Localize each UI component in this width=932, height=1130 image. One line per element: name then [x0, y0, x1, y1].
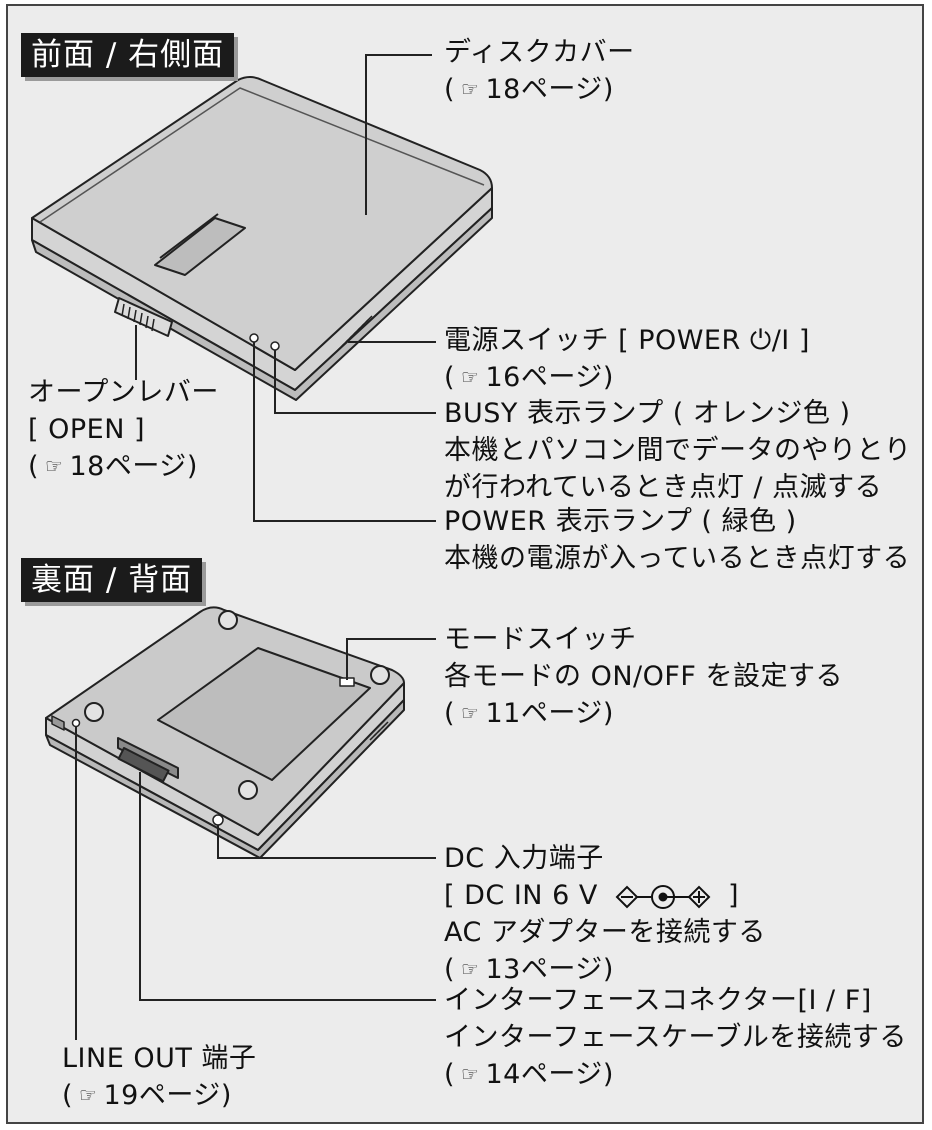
busy-lamp-desc-1: 本機とパソコン間でデータのやりとり [444, 435, 912, 466]
mode-switch-desc: 各モードの ON/OFF を設定する [444, 661, 844, 692]
mode-switch-label: モードスイッチ [444, 624, 637, 655]
dc-in-ref: (☞13ページ) [444, 951, 766, 988]
disc-cover-label: ディスクカバー [444, 37, 635, 68]
dc-in-desc: AC アダプターを接続する [444, 917, 766, 948]
open-lever-callout: オープンレバー [ OPEN ] (☞18ページ) [28, 374, 219, 485]
pointing-hand-icon: ☞ [79, 1083, 98, 1107]
front-device [31, 76, 493, 401]
dc-in-tag: [ DC IN 6 V ] [444, 880, 740, 911]
busy-lamp-label: BUSY 表示ランプ ( オレンジ色 ) [444, 398, 851, 429]
power-lamp-callout: POWER 表示ランプ ( 緑色 ) 本機の電源が入っているとき点灯する [444, 503, 910, 577]
power-switch-ref: (☞16ページ) [444, 359, 810, 396]
interface-desc: インターフェースケーブルを接続する [444, 1022, 907, 1053]
power-switch-callout: 電源スイッチ [ POWER ⏻/I ] (☞16ページ) [444, 322, 810, 396]
back-device [45, 606, 405, 859]
mode-switch-callout: モードスイッチ 各モードの ON/OFF を設定する (☞11ページ) [444, 621, 843, 732]
pointing-hand-icon: ☞ [45, 454, 64, 478]
pointing-hand-icon: ☞ [461, 77, 480, 101]
line-out-ref: (☞19ページ) [62, 1077, 256, 1114]
disc-cover-callout: ディスクカバー (☞18ページ) [444, 34, 635, 108]
leader-mode-switch [346, 638, 436, 680]
pointing-hand-icon: ☞ [461, 1062, 480, 1086]
dc-polarity-icon [615, 884, 711, 909]
dc-in-callout: DC 入力端子 [ DC IN 6 V ] AC アダプターを接続する (☞13… [444, 840, 766, 988]
pointing-hand-icon: ☞ [461, 701, 480, 725]
interface-label: インターフェースコネクター[I / F] [444, 985, 872, 1016]
busy-lamp-callout: BUSY 表示ランプ ( オレンジ色 ) 本機とパソコン間でデータのやりとり が… [444, 395, 912, 506]
callout-lines [75, 54, 436, 1040]
busy-lamp-desc-2: が行われているとき点灯 / 点滅する [444, 472, 883, 503]
leader-power-lamp [253, 342, 436, 522]
line-out-callout: LINE OUT 端子 (☞19ページ) [62, 1040, 256, 1114]
power-lamp-desc: 本機の電源が入っているとき点灯する [444, 543, 911, 574]
disc-cover-ref: (☞18ページ) [444, 71, 635, 108]
open-lever-ref: (☞18ページ) [28, 448, 219, 485]
power-lamp-label: POWER 表示ランプ ( 緑色 ) [444, 506, 797, 537]
interface-ref: (☞14ページ) [444, 1056, 907, 1093]
back-section-title: 裏面 / 背面 [21, 558, 203, 602]
front-section-title: 前面 / 右側面 [21, 33, 235, 77]
leader-busy-lamp [274, 350, 436, 414]
power-symbol-icon: ⏻/I [749, 325, 790, 356]
line-out-label: LINE OUT 端子 [62, 1043, 257, 1074]
mode-switch-ref: (☞11ページ) [444, 695, 843, 732]
power-switch-label: 電源スイッチ [ POWER ⏻/I ] [444, 325, 810, 356]
leader-interface [139, 772, 436, 1001]
leader-disc-cover [365, 54, 432, 215]
open-lever-label: オープンレバー [28, 377, 219, 408]
dc-in-label: DC 入力端子 [444, 843, 604, 874]
leader-dc-in [217, 825, 436, 859]
interface-callout: インターフェースコネクター[I / F] インターフェースケーブルを接続する (… [444, 982, 907, 1093]
open-lever-tag: [ OPEN ] [28, 414, 146, 445]
pointing-hand-icon: ☞ [461, 365, 480, 389]
pointing-hand-icon: ☞ [461, 957, 480, 981]
